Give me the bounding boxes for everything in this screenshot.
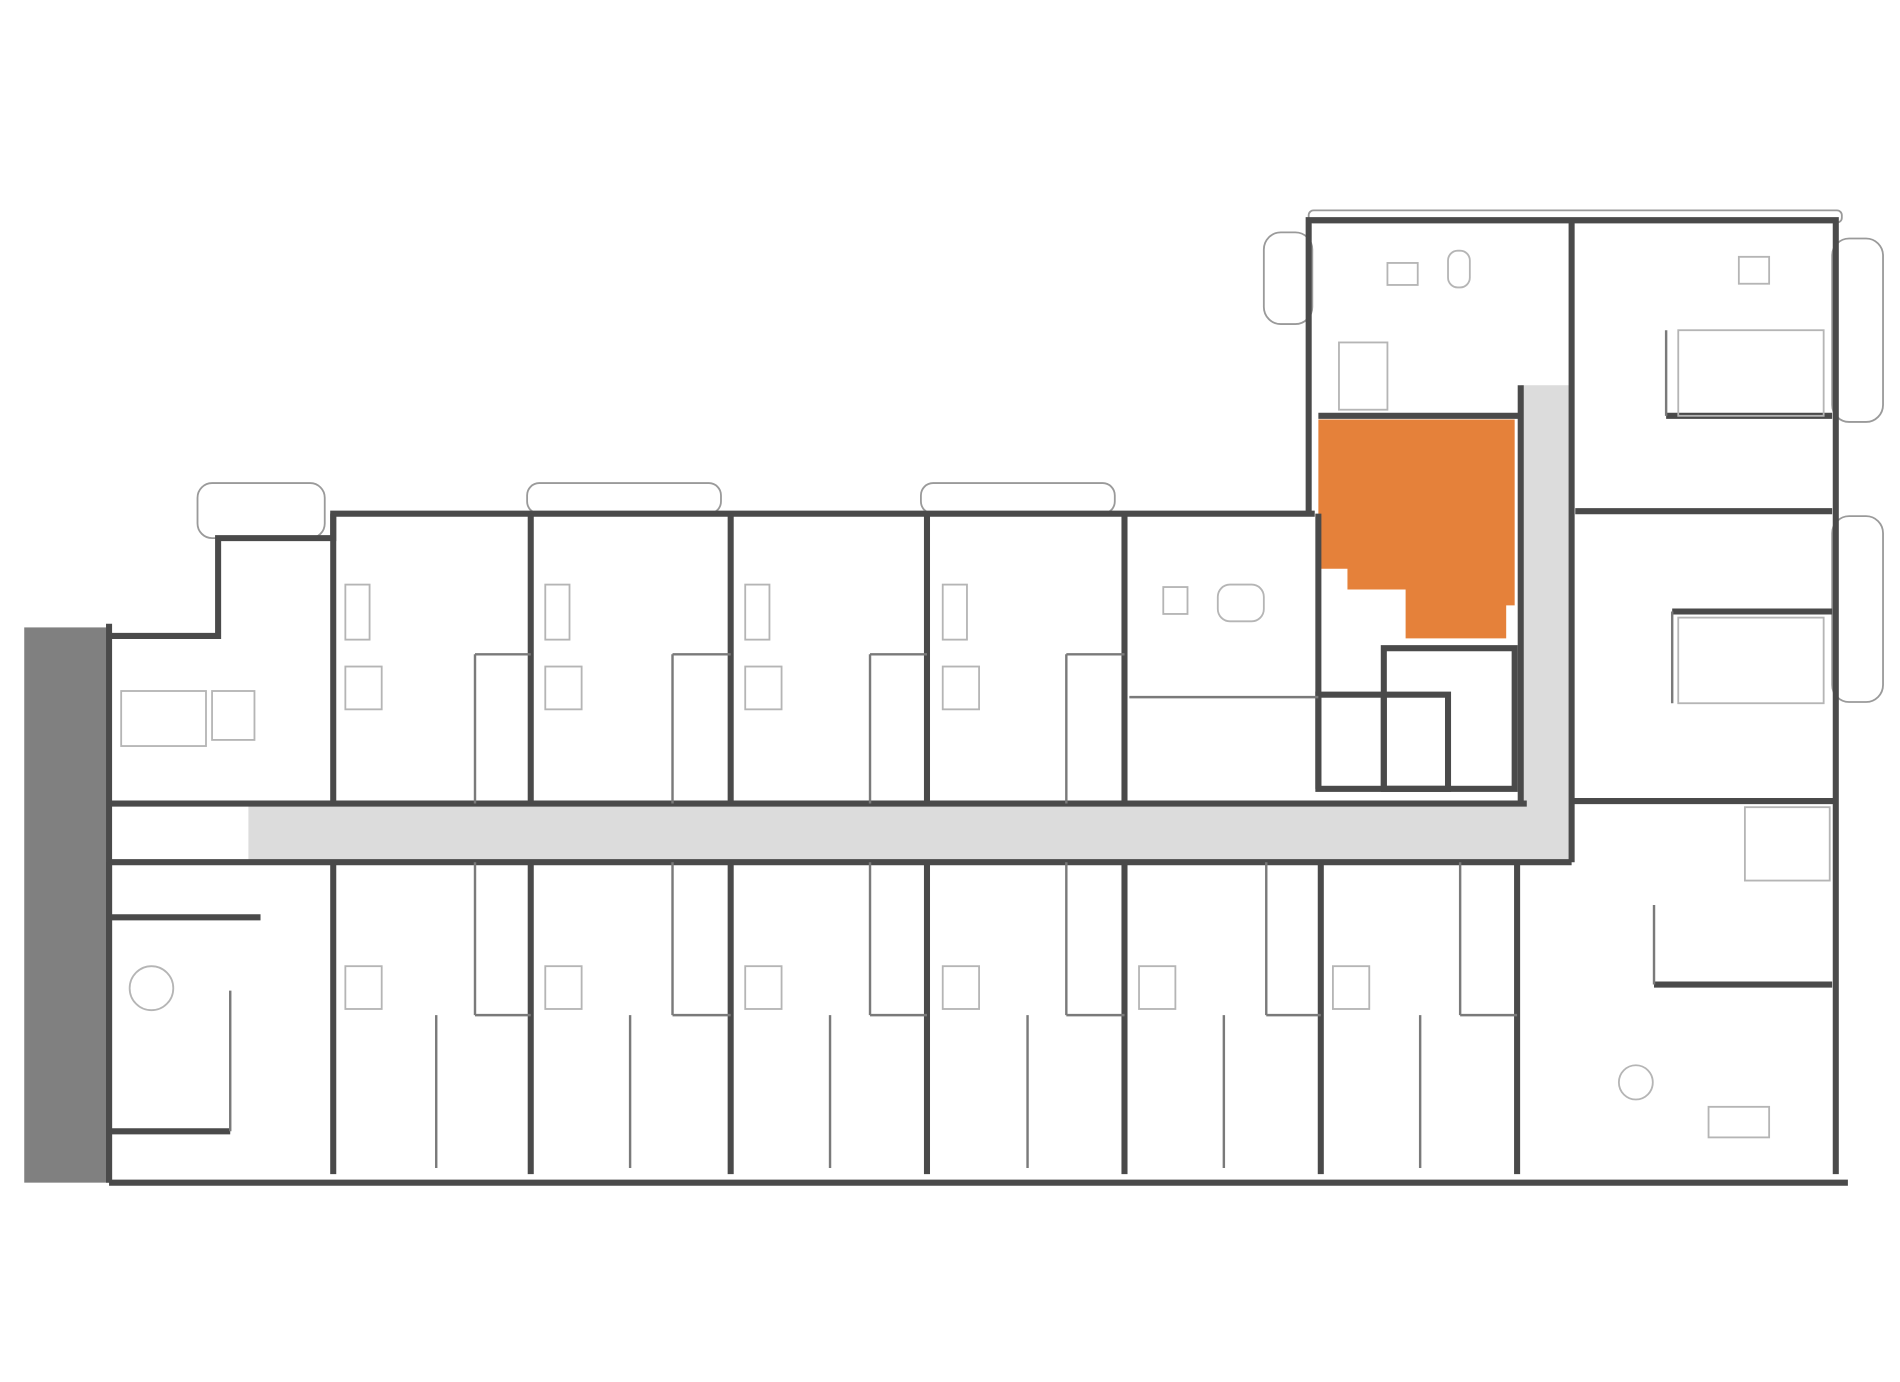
adjacent-building (24, 627, 110, 1183)
highlighted-unit[interactable] (1318, 419, 1515, 639)
interior-partitions (229, 330, 1674, 1168)
furniture (120, 249, 1831, 1139)
stair-lift-core (1315, 513, 1518, 792)
corridor (248, 385, 1572, 863)
walls (106, 217, 1848, 1186)
balconies (196, 209, 1884, 703)
